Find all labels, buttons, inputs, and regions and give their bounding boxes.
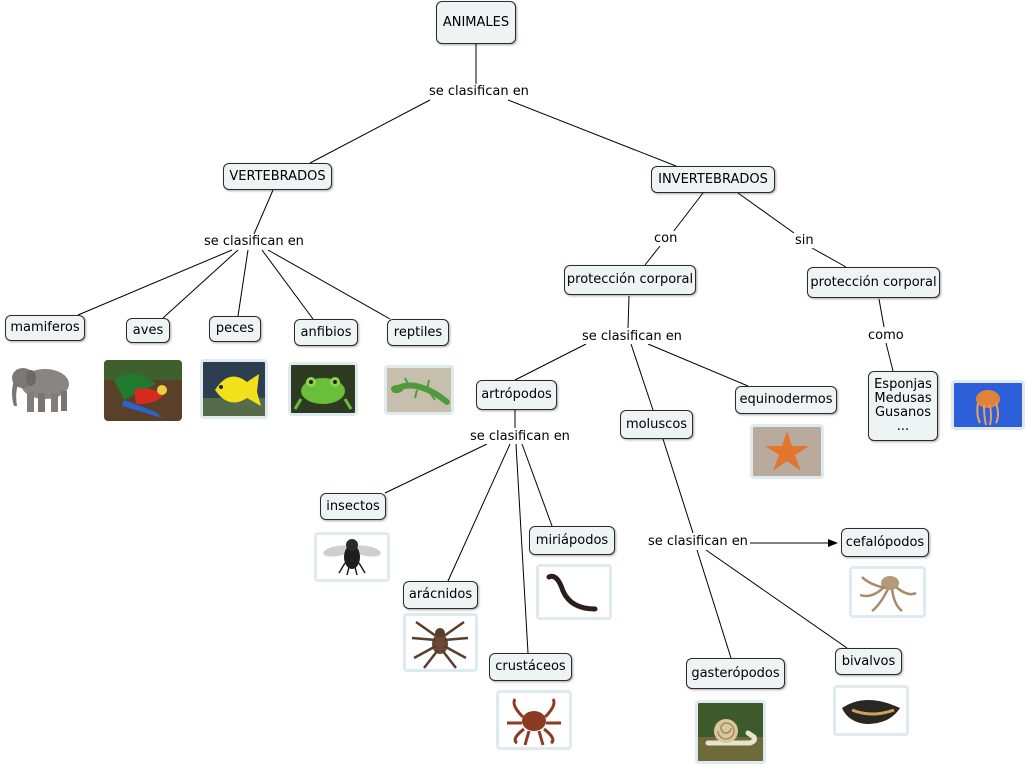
node-bivalvos[interactable]: bivalvos (835, 648, 902, 675)
link-mamiferos (77, 249, 233, 316)
link-crustaceos (515, 443, 529, 654)
link-aracnidos (447, 443, 511, 582)
starfish-image (750, 424, 824, 479)
node-anfibios-label: anfibios (300, 324, 352, 340)
link-label-sin: sin (793, 233, 816, 248)
node-gasteropodos-label: gasterópodos (691, 665, 780, 681)
lizard-image (384, 365, 454, 415)
node-artropodos[interactable]: artrópodos (476, 380, 557, 410)
link-reptiles (267, 249, 391, 320)
crab-image (496, 690, 572, 750)
link-vert-label (253, 189, 274, 235)
node-sin-proteccion-label: protección corporal (810, 274, 937, 290)
octopus-image (849, 566, 926, 618)
link-anfibios (261, 249, 314, 320)
node-animales[interactable]: ANIMALES (436, 1, 516, 44)
link-insectos (384, 443, 488, 494)
spider-image (403, 613, 478, 672)
link-label-root: se clasifican en (427, 84, 531, 99)
node-sin-proteccion-corporal[interactable]: protección corporal (807, 267, 940, 298)
mussel-image (833, 685, 909, 736)
node-mamiferos-label: mamiferos (10, 320, 80, 335)
node-vertebrados-label: VERTEBRADOS (229, 168, 326, 184)
fish-image (200, 359, 268, 419)
node-reptiles-label: reptiles (393, 324, 443, 340)
node-insectos-label: insectos (326, 498, 380, 514)
link-inv-con (672, 192, 704, 233)
link-label-vertebrados: se clasifican en (202, 234, 306, 249)
link-label-con-proteccion: se clasifican en (580, 329, 684, 344)
node-reptiles[interactable]: reptiles (387, 319, 449, 346)
link-label-artropodos: se clasifican en (468, 429, 572, 444)
node-cefalopodos-label: cefalópodos (845, 534, 925, 550)
node-insectos[interactable]: insectos (320, 493, 386, 520)
node-animales-label: ANIMALES (442, 14, 510, 30)
frog-image (288, 362, 358, 416)
link-label-como: como (866, 328, 906, 343)
node-miriapodos[interactable]: miriápodos (529, 526, 615, 555)
link-label-moluscos: se clasifican en (646, 534, 750, 549)
node-moluscos-label: moluscos (625, 416, 688, 432)
jellyfish-image (951, 380, 1025, 430)
node-cefalopodos[interactable]: cefalópodos (841, 528, 929, 557)
node-equinodermos-label: equinodermos (739, 392, 833, 407)
example-medusas: Medusas (874, 391, 932, 406)
node-crustaceos[interactable]: crustáceos (489, 653, 572, 681)
link-bivalvos (705, 549, 848, 649)
link-sin-como (878, 298, 885, 328)
node-peces[interactable]: peces (209, 316, 261, 342)
node-vertebrados[interactable]: VERTEBRADOS (223, 163, 332, 190)
link-peces (237, 249, 249, 317)
node-con-proteccion-label: protección corporal (566, 272, 694, 287)
parrot-image (104, 360, 182, 421)
link-sin-proteccion (811, 247, 847, 268)
node-con-proteccion-corporal[interactable]: protección corporal (564, 265, 696, 295)
link-moluscos (630, 343, 654, 411)
link-gasteropodos (696, 549, 732, 659)
link-con-proteccion (644, 245, 661, 266)
link-prot-label (627, 295, 630, 329)
link-miriapodos (521, 443, 553, 527)
link-equinodermos (647, 343, 749, 387)
link-inv-sin (737, 192, 795, 234)
link-aves (162, 249, 239, 319)
millipede-image (536, 564, 612, 620)
node-sin-proteccion-examples[interactable]: Esponjas Medusas Gusanos ... (868, 371, 938, 441)
node-invertebrados-label: INVERTEBRADOS (658, 171, 768, 187)
elephant-image (5, 358, 75, 416)
node-invertebrados[interactable]: INVERTEBRADOS (651, 166, 775, 193)
node-aves[interactable]: aves (126, 318, 170, 343)
node-peces-label: peces (215, 321, 255, 336)
link-como-examples (885, 342, 894, 372)
example-ellipsis: ... (896, 419, 910, 434)
node-equinodermos[interactable]: equinodermos (735, 386, 837, 414)
node-artropodos-label: artrópodos (481, 387, 552, 402)
node-gasteropodos[interactable]: gasterópodos (686, 658, 785, 689)
snail-image (695, 700, 766, 764)
link-label-invertebrados (507, 99, 677, 167)
node-miriapodos-label: miriápodos (535, 532, 609, 548)
link-label-con: con (652, 231, 680, 246)
node-aracnidos-label: arácnidos (408, 587, 473, 602)
link-label-vertebrados (309, 99, 431, 164)
node-bivalvos-label: bivalvos (841, 653, 896, 669)
fly-image (314, 532, 390, 582)
node-anfibios[interactable]: anfibios (294, 319, 358, 346)
node-crustaceos-label: crustáceos (495, 659, 566, 674)
node-aracnidos[interactable]: arácnidos (403, 581, 478, 609)
example-esponjas: Esponjas (874, 377, 932, 392)
link-artropodos (514, 343, 587, 381)
example-gusanos: Gusanos (874, 405, 932, 420)
node-aves-label: aves (132, 322, 164, 338)
node-mamiferos[interactable]: mamiferos (5, 315, 85, 341)
link-mol-label (662, 438, 694, 534)
node-moluscos[interactable]: moluscos (620, 410, 693, 439)
